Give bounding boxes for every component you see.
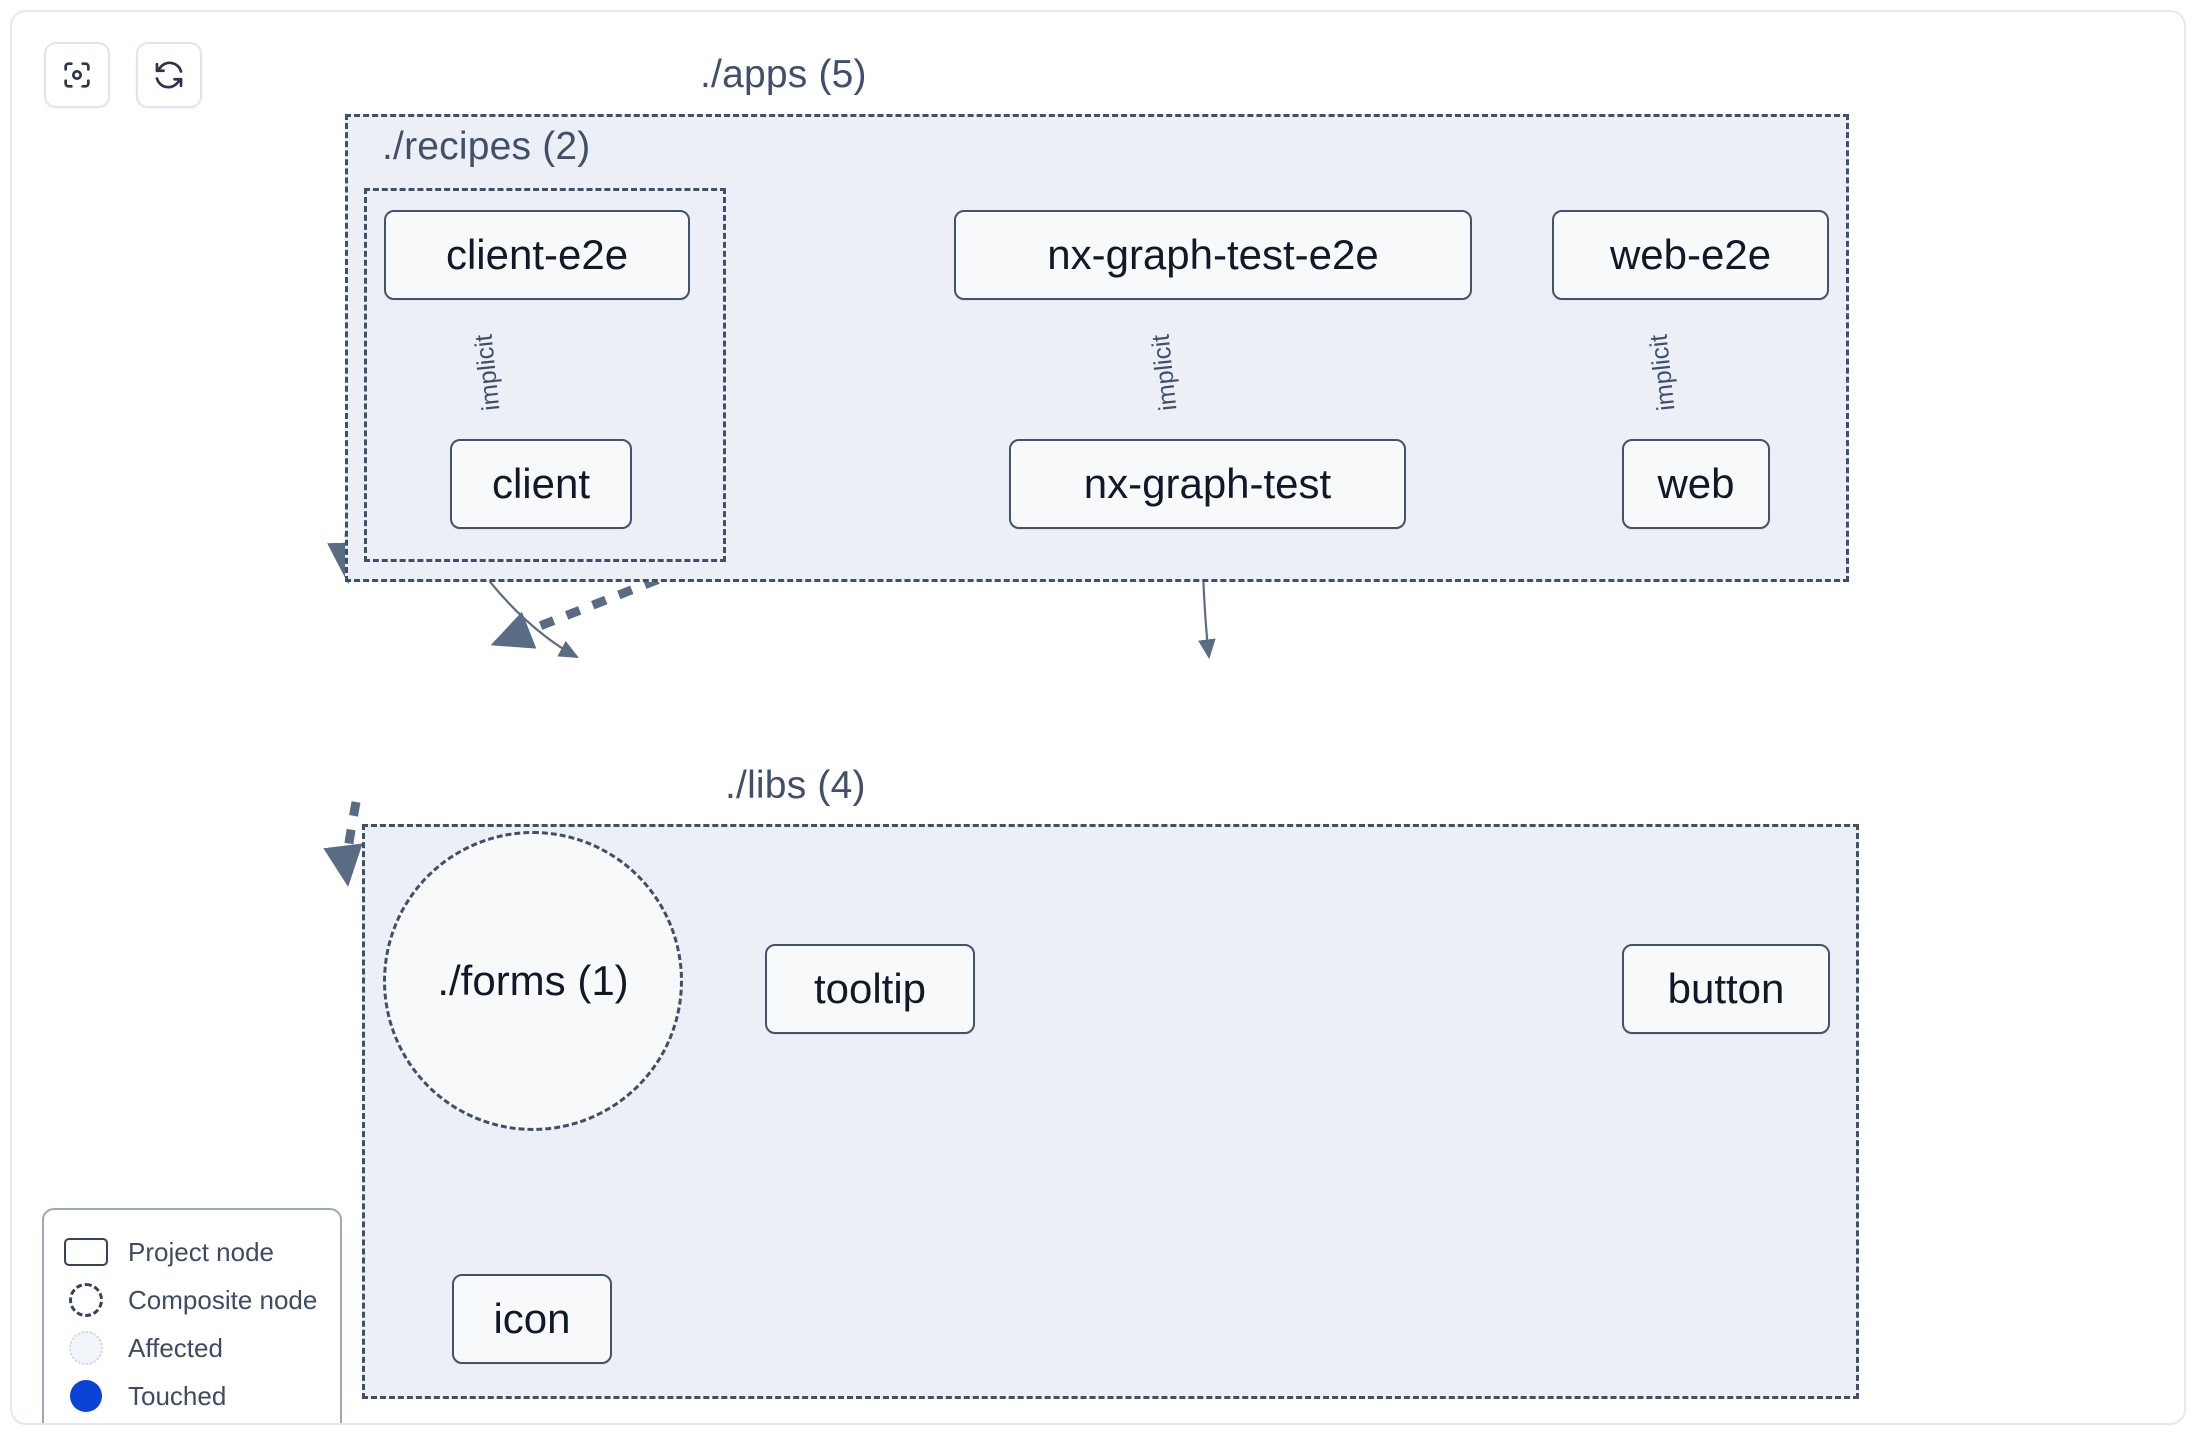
legend-item-affected: Affected [62,1324,318,1372]
graph-legend: Project node Composite node Affected Tou… [42,1208,342,1423]
node-button[interactable]: button [1622,944,1830,1034]
legend-label-touched: Touched [128,1380,227,1411]
touched-node-icon [62,1380,110,1412]
node-web[interactable]: web [1622,439,1770,529]
group-label-libs: ./libs (4) [725,764,866,807]
legend-label-composite-node: Composite node [128,1284,318,1315]
edge-forms-to-icon [323,801,363,887]
refresh-graph-button[interactable] [136,42,202,108]
node-forms-composite[interactable]: ./forms (1) [383,831,683,1131]
group-label-apps: ./apps (5) [700,53,867,96]
node-client-e2e[interactable]: client-e2e [384,210,690,300]
group-label-recipes: ./recipes (2) [382,125,591,168]
node-tooltip[interactable]: tooltip [765,944,975,1034]
graph-toolbar [44,42,202,108]
node-icon[interactable]: icon [452,1274,612,1364]
node-nx-graph-test-e2e[interactable]: nx-graph-test-e2e [954,210,1472,300]
composite-node-icon [62,1283,110,1317]
legend-item-project-node: Project node [62,1228,318,1276]
node-client[interactable]: client [450,439,632,529]
project-node-icon [62,1238,110,1266]
focus-graph-button[interactable] [44,42,110,108]
node-nx-graph-test[interactable]: nx-graph-test [1009,439,1406,529]
focus-target-icon [60,58,94,92]
node-web-e2e[interactable]: web-e2e [1552,210,1829,300]
legend-item-composite-node: Composite node [62,1276,318,1324]
graph-canvas-card: ./apps (5) ./recipes (2) ./libs (4) clie… [10,10,2186,1425]
affected-node-icon [62,1331,110,1365]
legend-label-project-node: Project node [128,1236,274,1267]
legend-label-affected: Affected [128,1332,223,1363]
legend-item-touched: Touched [62,1372,318,1420]
refresh-icon [152,58,186,92]
